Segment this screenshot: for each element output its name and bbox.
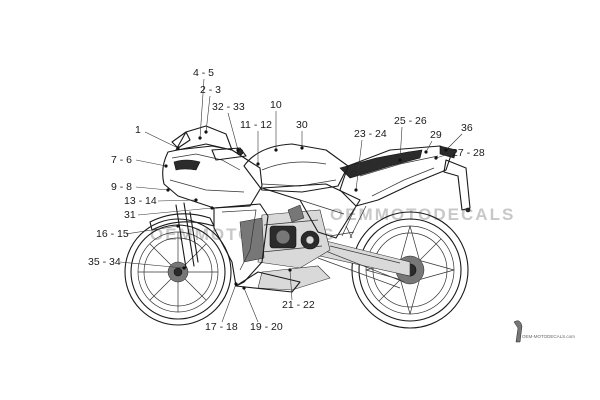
rear-shock: [341, 205, 367, 239]
callout-29: 29: [430, 129, 442, 141]
callout-2-3: 2 - 3: [200, 84, 221, 96]
handlebar: [211, 147, 247, 161]
callout-13-14: 13 - 14: [124, 195, 157, 207]
tail-section: [339, 145, 453, 207]
front-wheel: [124, 218, 232, 326]
callout-16-15: 16 - 15: [96, 228, 129, 240]
callout-11-12: 11 - 12: [240, 119, 272, 131]
callout-1: 1: [135, 124, 141, 136]
site-logo: [513, 320, 523, 343]
callout-10: 10: [270, 99, 282, 111]
side-fairing: [213, 203, 269, 287]
fuel-tank: [243, 143, 349, 193]
windscreen: [175, 125, 233, 151]
belly-pan: [235, 271, 301, 293]
callout-36: 36: [461, 122, 473, 134]
callout-31: 31: [124, 209, 136, 221]
callout-27-28: 27 - 28: [452, 147, 485, 159]
footpeg: [329, 225, 355, 239]
callout-4-5: 4 - 5: [193, 67, 214, 79]
callout-23-24: 23 - 24: [354, 128, 387, 140]
chain: [317, 247, 405, 289]
callout-17-18: 17 - 18: [205, 321, 238, 333]
radiator: [239, 217, 265, 263]
callout-21-22: 21 - 22: [282, 299, 315, 311]
license-holder: [443, 159, 471, 211]
exhaust: [257, 265, 331, 291]
rear-wheel: [351, 211, 469, 329]
callout-25-26: 25 - 26: [394, 115, 427, 127]
callout-30: 30: [296, 119, 308, 131]
callout-35-34: 35 - 34: [88, 256, 121, 268]
mirror: [171, 131, 191, 149]
tail-light: [439, 145, 457, 159]
callout-32-33: 32 - 33: [212, 101, 245, 113]
callout-7-6: 7 - 6: [111, 154, 132, 166]
site-url: OEM-MOTODECALS.com: [522, 334, 575, 339]
front-fairing: [162, 143, 263, 209]
engine: [257, 204, 331, 269]
callout-9-8: 9 - 8: [111, 181, 132, 193]
seat: [339, 149, 423, 179]
callout-19-20: 19 - 20: [250, 321, 283, 333]
